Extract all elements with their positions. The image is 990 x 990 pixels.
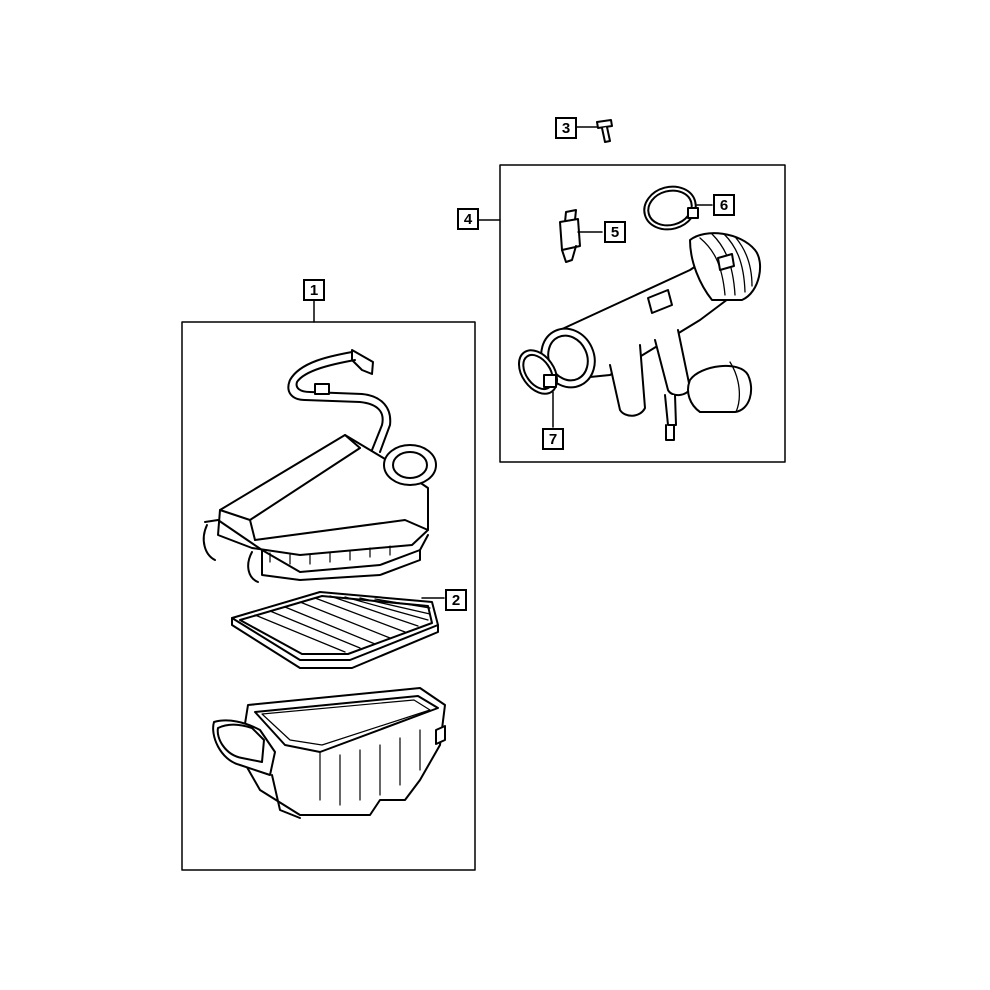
callout-5: 5	[604, 221, 626, 243]
hose-clamp-upper	[643, 185, 699, 231]
bolt	[596, 119, 613, 143]
clean-air-duct-group-frame	[499, 164, 786, 463]
lower-housing	[212, 687, 446, 819]
hose-clamp-lower	[517, 349, 559, 395]
callout-2: 2	[445, 589, 467, 611]
callout-4: 4	[457, 208, 479, 230]
harness-tube	[287, 349, 392, 453]
air-temperature-sensor	[559, 209, 581, 263]
callout-7: 7	[542, 428, 564, 450]
callout-6: 6	[713, 194, 735, 216]
air-filter-element	[231, 591, 439, 669]
clean-air-duct	[540, 232, 762, 441]
callout-1: 1	[303, 279, 325, 301]
callout-3: 3	[555, 117, 577, 139]
air-cleaner-group-frame	[181, 321, 476, 871]
upper-housing	[202, 434, 437, 583]
